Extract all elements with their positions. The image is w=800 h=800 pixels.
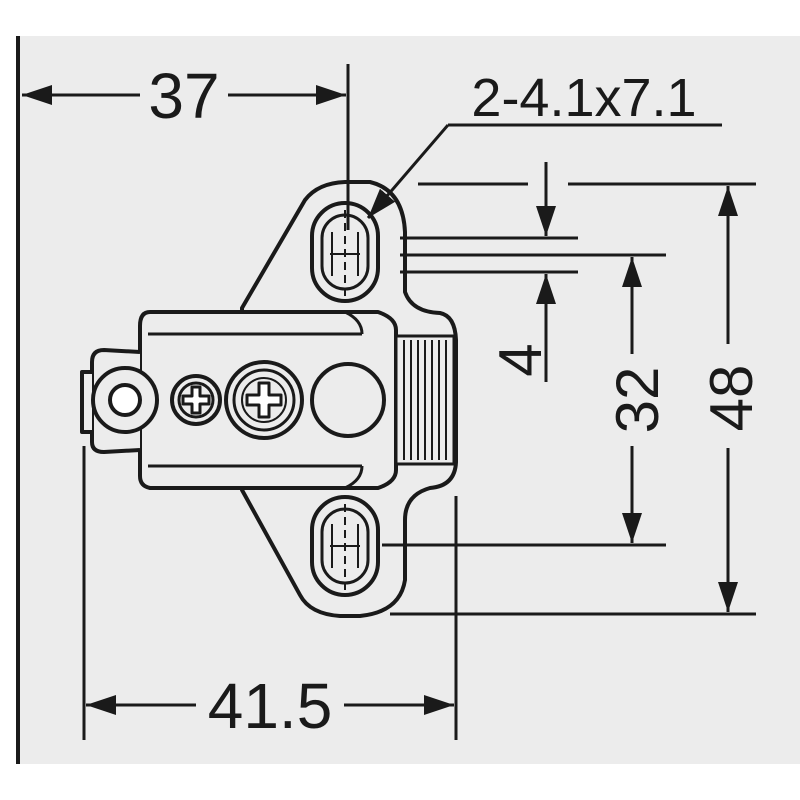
leader-line xyxy=(366,124,450,219)
dim-label-37: 37 xyxy=(148,60,219,132)
dim-label-4: 4 xyxy=(487,343,554,376)
mounting-plate xyxy=(80,180,458,618)
clip-hole xyxy=(108,383,142,417)
lower-slot xyxy=(310,495,380,597)
dim-label-48: 48 xyxy=(698,365,765,432)
large-screw-icon xyxy=(224,360,304,440)
upper-slot xyxy=(310,201,380,303)
dim-label-32: 32 xyxy=(604,367,671,434)
dim-label-hole-spec: 2-4.1x7.1 xyxy=(471,68,696,128)
dimension-lines xyxy=(22,64,756,740)
body-lower-bevel xyxy=(344,465,364,490)
clip-tab xyxy=(80,370,92,434)
cam-plug xyxy=(310,362,386,438)
grip-ribs xyxy=(403,340,447,460)
dim-label-41-5: 41.5 xyxy=(208,670,333,742)
body-upper-bevel xyxy=(344,310,364,335)
small-screw-icon xyxy=(170,374,222,426)
